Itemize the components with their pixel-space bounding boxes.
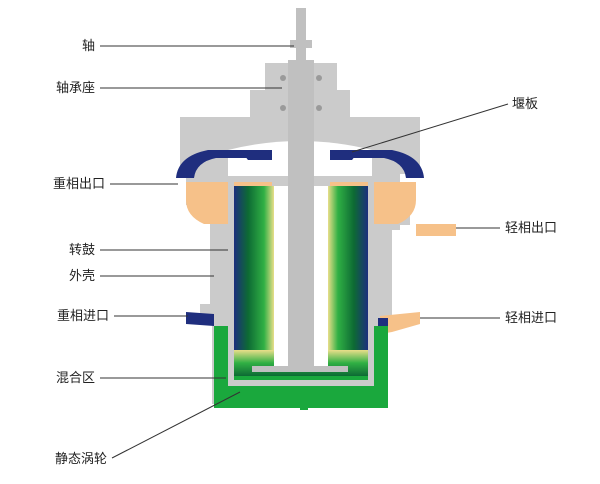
weir-plate <box>240 150 360 160</box>
light-outlet-pipe <box>416 224 456 236</box>
label-light-outlet: 轻相出口 <box>505 221 557 236</box>
label-bearing-housing: 轴承座 <box>56 81 95 96</box>
label-rotor-drum: 转鼓 <box>69 243 95 258</box>
label-heavy-outlet: 重相出口 <box>53 176 105 192</box>
labels: 轴 轴承座 重相出口 转鼓 外壳 重相进口 混合区 静态涡轮 堰板 轻相出口 轻… <box>53 39 557 467</box>
label-light-inlet: 轻相进口 <box>505 311 557 326</box>
label-weir-plate: 堰板 <box>512 97 538 112</box>
static-turbine <box>300 390 308 410</box>
shaft <box>252 8 348 372</box>
label-heavy-inlet: 重相进口 <box>57 308 109 324</box>
label-static-turbine: 静态涡轮 <box>55 452 107 467</box>
heavy-inlet-pipe <box>186 312 214 326</box>
label-shaft: 轴 <box>82 39 95 54</box>
light-inlet-pipe <box>380 312 420 334</box>
label-mixing-zone: 混合区 <box>56 371 95 386</box>
label-housing: 外壳 <box>69 269 95 284</box>
leader-lines <box>100 45 509 459</box>
